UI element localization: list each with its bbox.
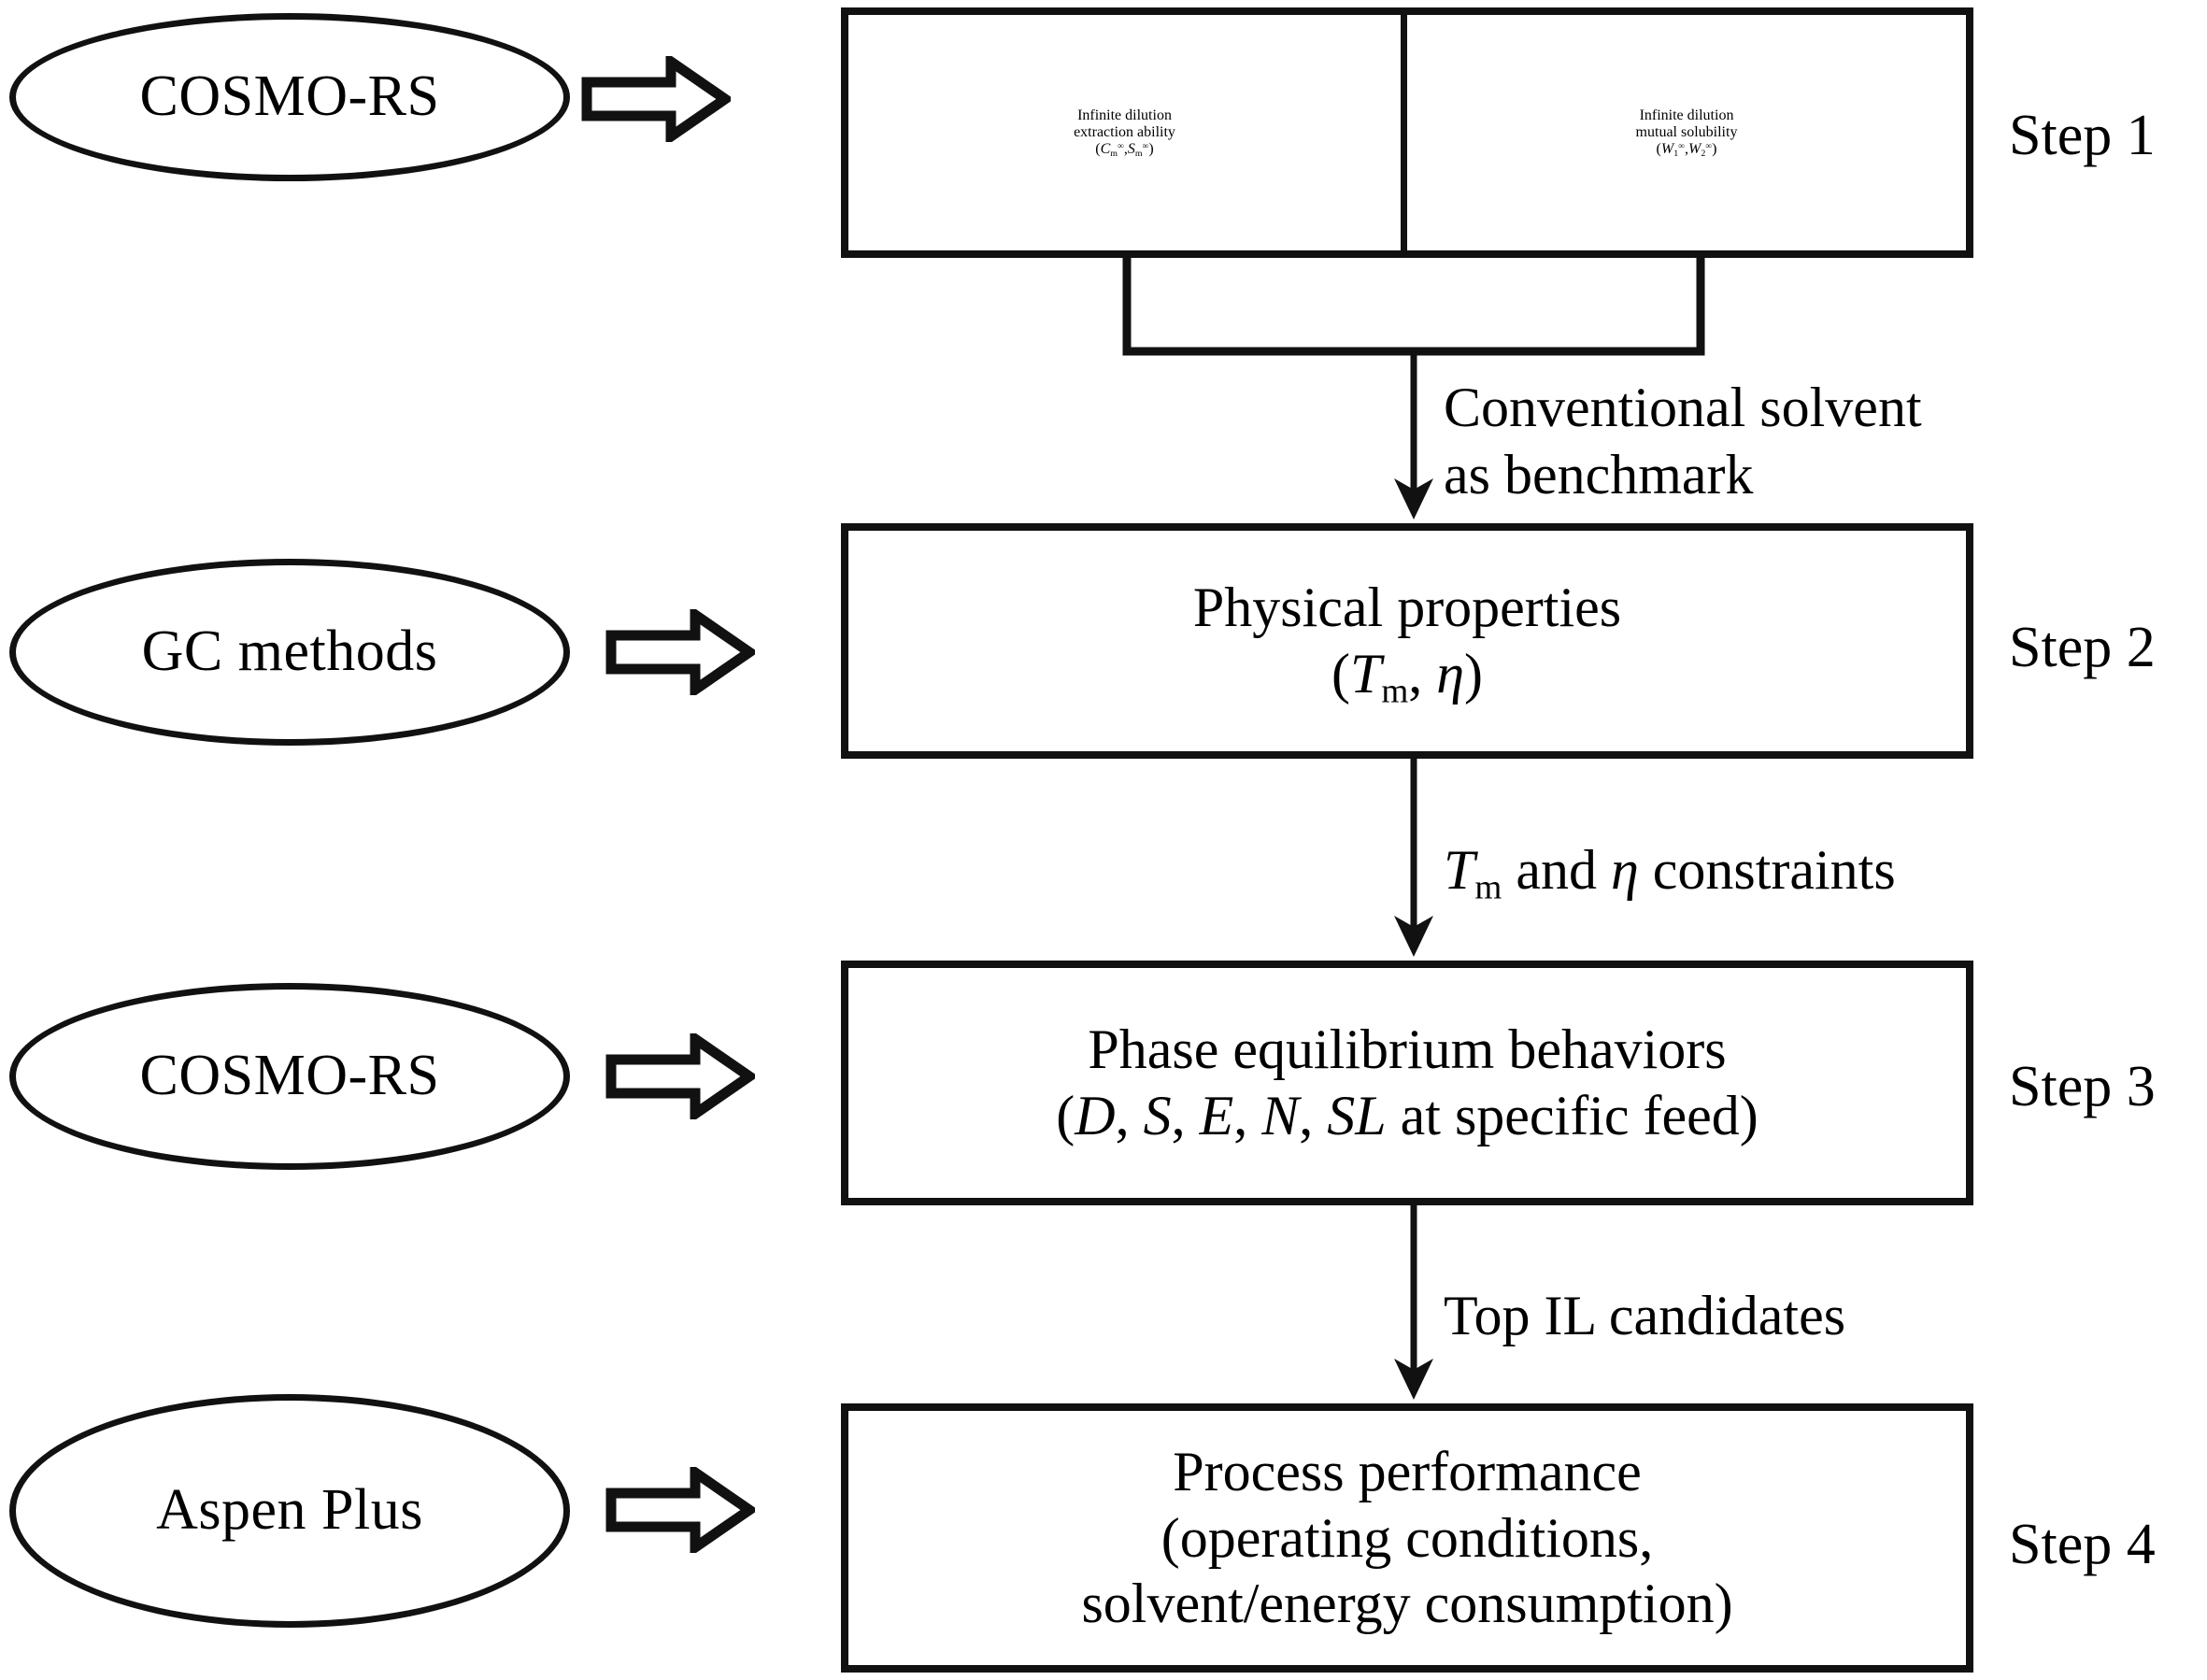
step1-left-line1: Infinite dilution — [1077, 107, 1172, 123]
step-label-4: Step 4 — [2009, 1513, 2156, 1576]
block-arrow-to-step1 — [581, 51, 734, 147]
step1-left-formula: (Cm∞,Sm∞) — [1095, 141, 1154, 159]
step1-right-line2: mutual solubility — [1635, 124, 1738, 140]
step3-box: Phase equilibrium behaviors (D, S, E, N,… — [841, 961, 1973, 1205]
step3-formula: (D, S, E, N, SL at specific feed) — [1056, 1085, 1758, 1146]
arrowhead-3 — [1394, 1359, 1433, 1400]
connector-3-label: Top IL candidates — [1444, 1285, 1846, 1346]
connector-1-label-line1: Conventional solvent — [1444, 377, 1922, 438]
source-ellipse-label: GC methods — [141, 619, 438, 684]
block-arrow-to-step3 — [605, 1029, 759, 1124]
arrowhead-1 — [1394, 478, 1433, 520]
step1-left-line2: extraction ability — [1074, 124, 1175, 140]
block-arrow-to-step4 — [605, 1462, 759, 1558]
step4-box: Process performance (operating condition… — [841, 1403, 1973, 1673]
connector-2-label: Tm and η constraints — [1444, 839, 1896, 907]
step2-formula: (Tm, η) — [1331, 643, 1484, 711]
source-ellipse-label: COSMO-RS — [139, 64, 440, 129]
connector-1-label-line2: as benchmark — [1444, 444, 1754, 505]
block-arrow-to-step2 — [605, 605, 759, 700]
source-ellipse-label: COSMO-RS — [139, 1044, 440, 1108]
source-ellipse-aspen-plus: Aspen Plus — [9, 1394, 570, 1628]
step2-box: Physical properties (Tm, η) — [841, 523, 1973, 759]
step4-line3: solvent/energy consumption) — [1081, 1573, 1733, 1635]
arrowhead-2 — [1394, 916, 1433, 957]
step2-line1: Physical properties — [1192, 577, 1622, 639]
step-label-3: Step 3 — [2009, 1055, 2156, 1118]
step4-line2: (operating conditions, — [1160, 1506, 1654, 1569]
step1-right-formula: (W1∞,W2∞) — [1656, 141, 1717, 159]
step-label-2: Step 2 — [2009, 616, 2156, 679]
source-ellipse-gc-methods: GC methods — [9, 559, 570, 746]
step3-line1: Phase equilibrium behaviors — [1088, 1018, 1727, 1081]
source-ellipse-cosmo-rs-2: COSMO-RS — [9, 983, 570, 1170]
source-ellipse-cosmo-rs-1: COSMO-RS — [9, 13, 570, 181]
step1-box: Infinite dilution extraction ability (Cm… — [841, 7, 1973, 258]
step-label-1: Step 1 — [2009, 104, 2156, 167]
step1-right-line1: Infinite dilution — [1639, 107, 1734, 123]
step1-left-half: Infinite dilution extraction ability (Cm… — [848, 15, 1407, 250]
source-ellipse-label: Aspen Plus — [156, 1478, 423, 1543]
step1-right-half: Infinite dilution mutual solubility (W1∞… — [1407, 15, 1966, 250]
step4-line1: Process performance — [1173, 1440, 1642, 1502]
